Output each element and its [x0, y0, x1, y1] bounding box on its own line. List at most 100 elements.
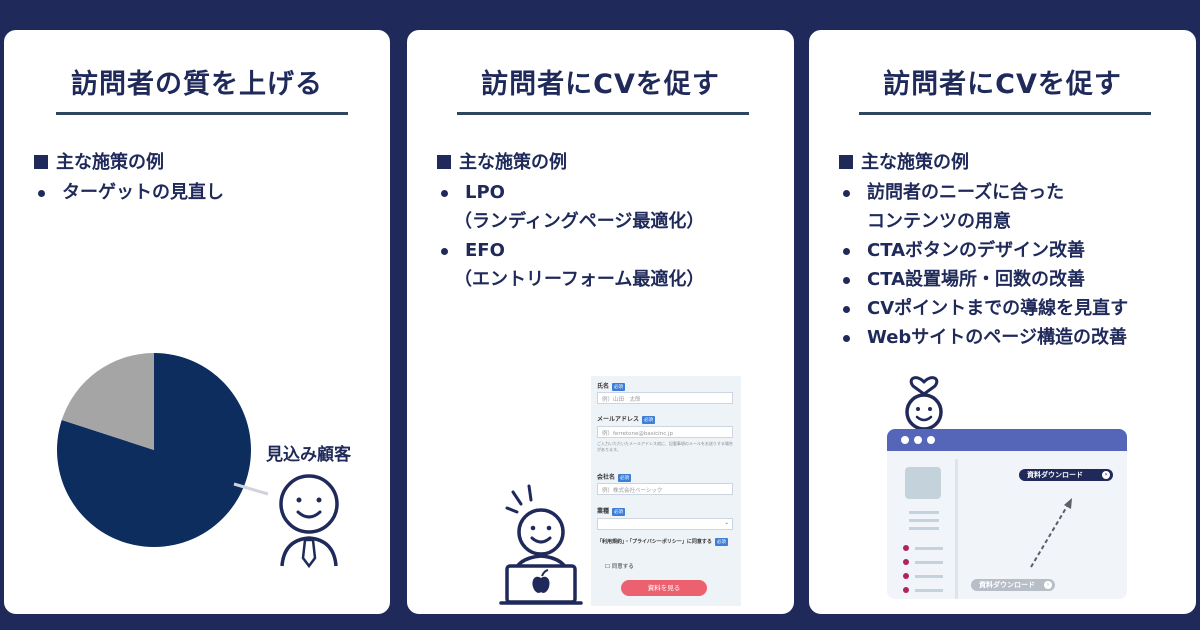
email-note: ご入力いただいたメールアドレス宛に、記載事項のメールをお送りする場合があります。	[597, 441, 733, 452]
image-placeholder	[905, 467, 941, 499]
chevron-down-icon: ⌄	[724, 520, 729, 526]
window-dot-icon	[914, 436, 922, 444]
nav-dot-icon	[903, 559, 909, 565]
list-item-text: CTAボタンのデザイン改善	[867, 240, 1086, 261]
panel-cv-site: 訪問者にCVを促す 主な施策の例 訪問者のニーズに合ったコンテンツの用意 CTA…	[805, 26, 1200, 618]
section-label-text: 主な施策の例	[861, 152, 969, 173]
person-with-heart-icon	[905, 376, 943, 431]
measure-list: LPO （ランディングページ最適化） EFO （エントリーフォーム最適化）	[437, 178, 704, 294]
required-badge: 必須	[612, 383, 626, 391]
square-bullet-icon	[437, 155, 451, 169]
entry-form-mockup: 氏名必須 例）山田 太郎 メールアドレス必須 例）ferretone@basic…	[591, 376, 741, 606]
nav-dot-icon	[903, 545, 909, 551]
pie-slice-1	[61, 353, 155, 450]
consent-text: 「利用規約」・「プライバシーポリシー」に同意する必須	[597, 538, 728, 546]
name-input[interactable]: 例）山田 太郎	[597, 392, 733, 404]
list-item-text: ターゲットの見直し	[62, 182, 224, 203]
list-item-text: Webサイトのページ構造の改善	[867, 327, 1127, 348]
dashed-arrow	[1030, 498, 1072, 568]
nav-line	[915, 547, 943, 550]
bullet-icon	[843, 306, 850, 313]
nav-line	[915, 561, 943, 564]
email-label: メールアドレス必須	[597, 416, 656, 424]
bullet-icon	[843, 335, 850, 342]
title-underline	[457, 112, 749, 115]
measure-list: ターゲットの見直し	[34, 178, 224, 207]
nav-dot-icon	[903, 573, 909, 579]
download-button-secondary[interactable]: 資料ダウンロード ›	[971, 579, 1055, 591]
checkbox-label: 同意する	[611, 564, 634, 570]
list-item: LPO （ランディングページ最適化）	[437, 178, 704, 236]
list-item: CTAボタンのデザイン改善	[839, 236, 1128, 265]
arrow-right-icon: ›	[1102, 471, 1110, 479]
section-label-text: 主な施策の例	[56, 152, 164, 173]
section-label: 主な施策の例	[839, 148, 969, 174]
sidebar-divider	[955, 459, 958, 599]
nav-line	[915, 589, 943, 592]
industry-select[interactable]: ⌄	[597, 518, 733, 530]
list-item-text: LPO	[465, 182, 505, 203]
bullet-icon	[843, 277, 850, 284]
title-underline	[859, 112, 1151, 115]
submit-button[interactable]: 資料を見る	[621, 580, 707, 596]
square-bullet-icon	[34, 155, 48, 169]
bullet-icon	[843, 190, 850, 197]
bullet-icon	[441, 248, 448, 255]
download-button-label: 資料ダウンロード	[1027, 471, 1083, 479]
list-item: CVポイントまでの導線を見直す	[839, 294, 1128, 323]
pointer-line	[233, 482, 269, 496]
panel-title: 訪問者にCVを促す	[883, 69, 1122, 100]
download-button-primary[interactable]: 資料ダウンロード ›	[1019, 469, 1113, 481]
name-label: 氏名必須	[597, 383, 626, 391]
prospect-label: 見込み顧客	[266, 445, 351, 465]
text-line	[909, 519, 939, 522]
list-item: EFO （エントリーフォーム最適化）	[437, 236, 704, 294]
section-label-text: 主な施策の例	[459, 152, 567, 173]
text-line	[909, 511, 939, 514]
list-item: CTA設置場所・回数の改善	[839, 265, 1128, 294]
required-badge: 必須	[618, 474, 632, 482]
nav-line	[915, 575, 943, 578]
section-label: 主な施策の例	[437, 148, 567, 174]
bullet-icon	[843, 248, 850, 255]
consent-checkbox[interactable]: ☐ 同意する	[605, 562, 634, 570]
required-badge: 必須	[612, 508, 626, 516]
nav-dot-icon	[903, 587, 909, 593]
window-dot-icon	[901, 436, 909, 444]
list-item: ターゲットの見直し	[34, 178, 224, 207]
industry-label: 業種必須	[597, 508, 626, 516]
list-item: Webサイトのページ構造の改善	[839, 323, 1128, 352]
list-item-subtext: コンテンツの用意	[867, 211, 1011, 232]
person-with-tie-icon	[279, 474, 339, 569]
bullet-icon	[38, 190, 45, 197]
measure-list: 訪問者のニーズに合ったコンテンツの用意 CTAボタンのデザイン改善 CTA設置場…	[839, 178, 1128, 352]
window-dot-icon	[927, 436, 935, 444]
list-item-subtext: （エントリーフォーム最適化）	[454, 269, 705, 290]
list-item-text: CTA設置場所・回数の改善	[867, 269, 1086, 290]
company-input[interactable]: 例）株式会社ベーシック	[597, 483, 733, 495]
list-item: 訪問者のニーズに合ったコンテンツの用意	[839, 178, 1128, 236]
email-input[interactable]: 例）ferretone@basicinc.jp	[597, 426, 733, 438]
bullet-icon	[441, 190, 448, 197]
required-badge: 必須	[642, 416, 656, 424]
required-badge: 必須	[714, 538, 728, 546]
section-label: 主な施策の例	[34, 148, 164, 174]
panel-title: 訪問者にCVを促す	[481, 69, 720, 100]
person-at-laptop-icon	[499, 484, 583, 605]
browser-title-bar	[887, 429, 1127, 451]
list-item-text: CVポイントまでの導線を見直す	[867, 298, 1129, 319]
list-item-subtext: （ランディングページ最適化）	[454, 211, 705, 232]
panel-visitor-quality: 訪問者の質を上げる 主な施策の例 ターゲットの見直し 見込み顧客	[0, 26, 394, 618]
panel-cv-form: 訪問者にCVを促す 主な施策の例 LPO （ランディングページ最適化） EFO （エ…	[403, 26, 798, 618]
list-item-text: EFO	[465, 240, 505, 261]
text-line	[909, 527, 939, 530]
download-button-label: 資料ダウンロード	[979, 581, 1035, 589]
browser-window-mockup: 資料ダウンロード › 資料ダウンロード ›	[887, 429, 1127, 599]
company-label: 会社名必須	[597, 474, 632, 482]
arrow-right-icon: ›	[1044, 581, 1052, 589]
pie-chart	[57, 353, 252, 547]
panel-title: 訪問者の質を上げる	[71, 69, 323, 100]
square-bullet-icon	[839, 155, 853, 169]
title-underline	[56, 112, 348, 115]
list-item-text: 訪問者のニーズに合った	[867, 182, 1065, 203]
